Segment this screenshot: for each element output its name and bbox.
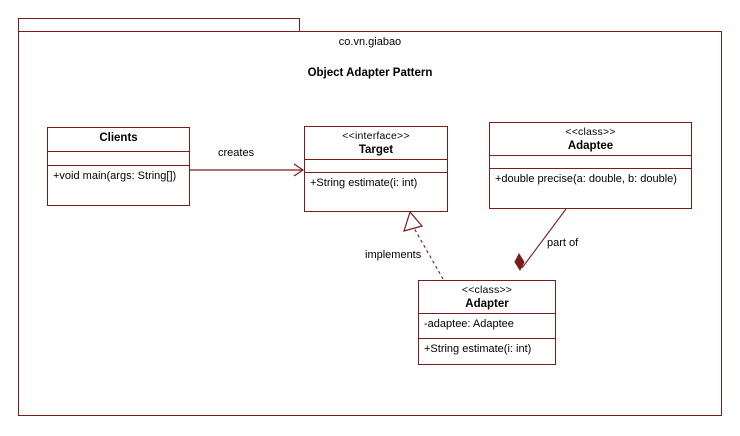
methods-compartment-clients: +void main(args: String[]) <box>48 166 189 205</box>
class-name-adaptee: Adaptee <box>567 140 614 152</box>
method-item: +double precise(a: double, b: double) <box>495 173 677 185</box>
class-name-target: Target <box>358 144 394 156</box>
attributes-compartment-target <box>305 160 447 173</box>
class-name-clients: Clients <box>99 132 138 144</box>
class-name-adapter: Adapter <box>465 298 509 310</box>
diagram-title: Object Adapter Pattern <box>307 67 433 79</box>
methods-compartment-target: +String estimate(i: int) <box>305 173 447 211</box>
attribute-item: -adaptee: Adaptee <box>424 318 514 330</box>
class-box-target[interactable]: <<interface>> Target +String estimate(i:… <box>304 126 448 212</box>
method-item: +void main(args: String[]) <box>53 170 177 182</box>
edge-label-part-of: part of <box>547 237 579 249</box>
methods-compartment-adaptee: +double precise(a: double, b: double) <box>490 169 691 208</box>
method-item: +String estimate(i: int) <box>310 177 418 189</box>
class-box-clients[interactable]: Clients +void main(args: String[]) <box>47 127 190 206</box>
attributes-compartment-clients <box>48 152 189 166</box>
package-frame <box>18 31 722 416</box>
package-tab <box>18 18 300 32</box>
class-stereotype-adapter: <<class>> <box>461 284 513 296</box>
class-header-adaptee: <<class>> Adaptee <box>490 123 691 156</box>
class-stereotype-adaptee: <<class>> <box>565 126 616 138</box>
class-box-adapter[interactable]: <<class>> Adapter -adaptee: Adaptee +Str… <box>418 280 556 365</box>
class-header-adapter: <<class>> Adapter <box>419 281 555 314</box>
package-name: co.vn.giabao <box>338 36 402 48</box>
class-header-target: <<interface>> Target <box>305 127 447 160</box>
attributes-compartment-adapter: -adaptee: Adaptee <box>419 314 555 339</box>
methods-compartment-adapter: +String estimate(i: int) <box>419 339 555 364</box>
class-box-adaptee[interactable]: <<class>> Adaptee +double precise(a: dou… <box>489 122 692 209</box>
class-header-clients: Clients <box>48 128 189 152</box>
method-item: +String estimate(i: int) <box>424 343 532 355</box>
edge-label-implements: implements <box>365 249 422 261</box>
class-stereotype-target: <<interface>> <box>342 130 410 142</box>
edge-label-creates: creates <box>218 147 255 159</box>
attributes-compartment-adaptee <box>490 156 691 169</box>
